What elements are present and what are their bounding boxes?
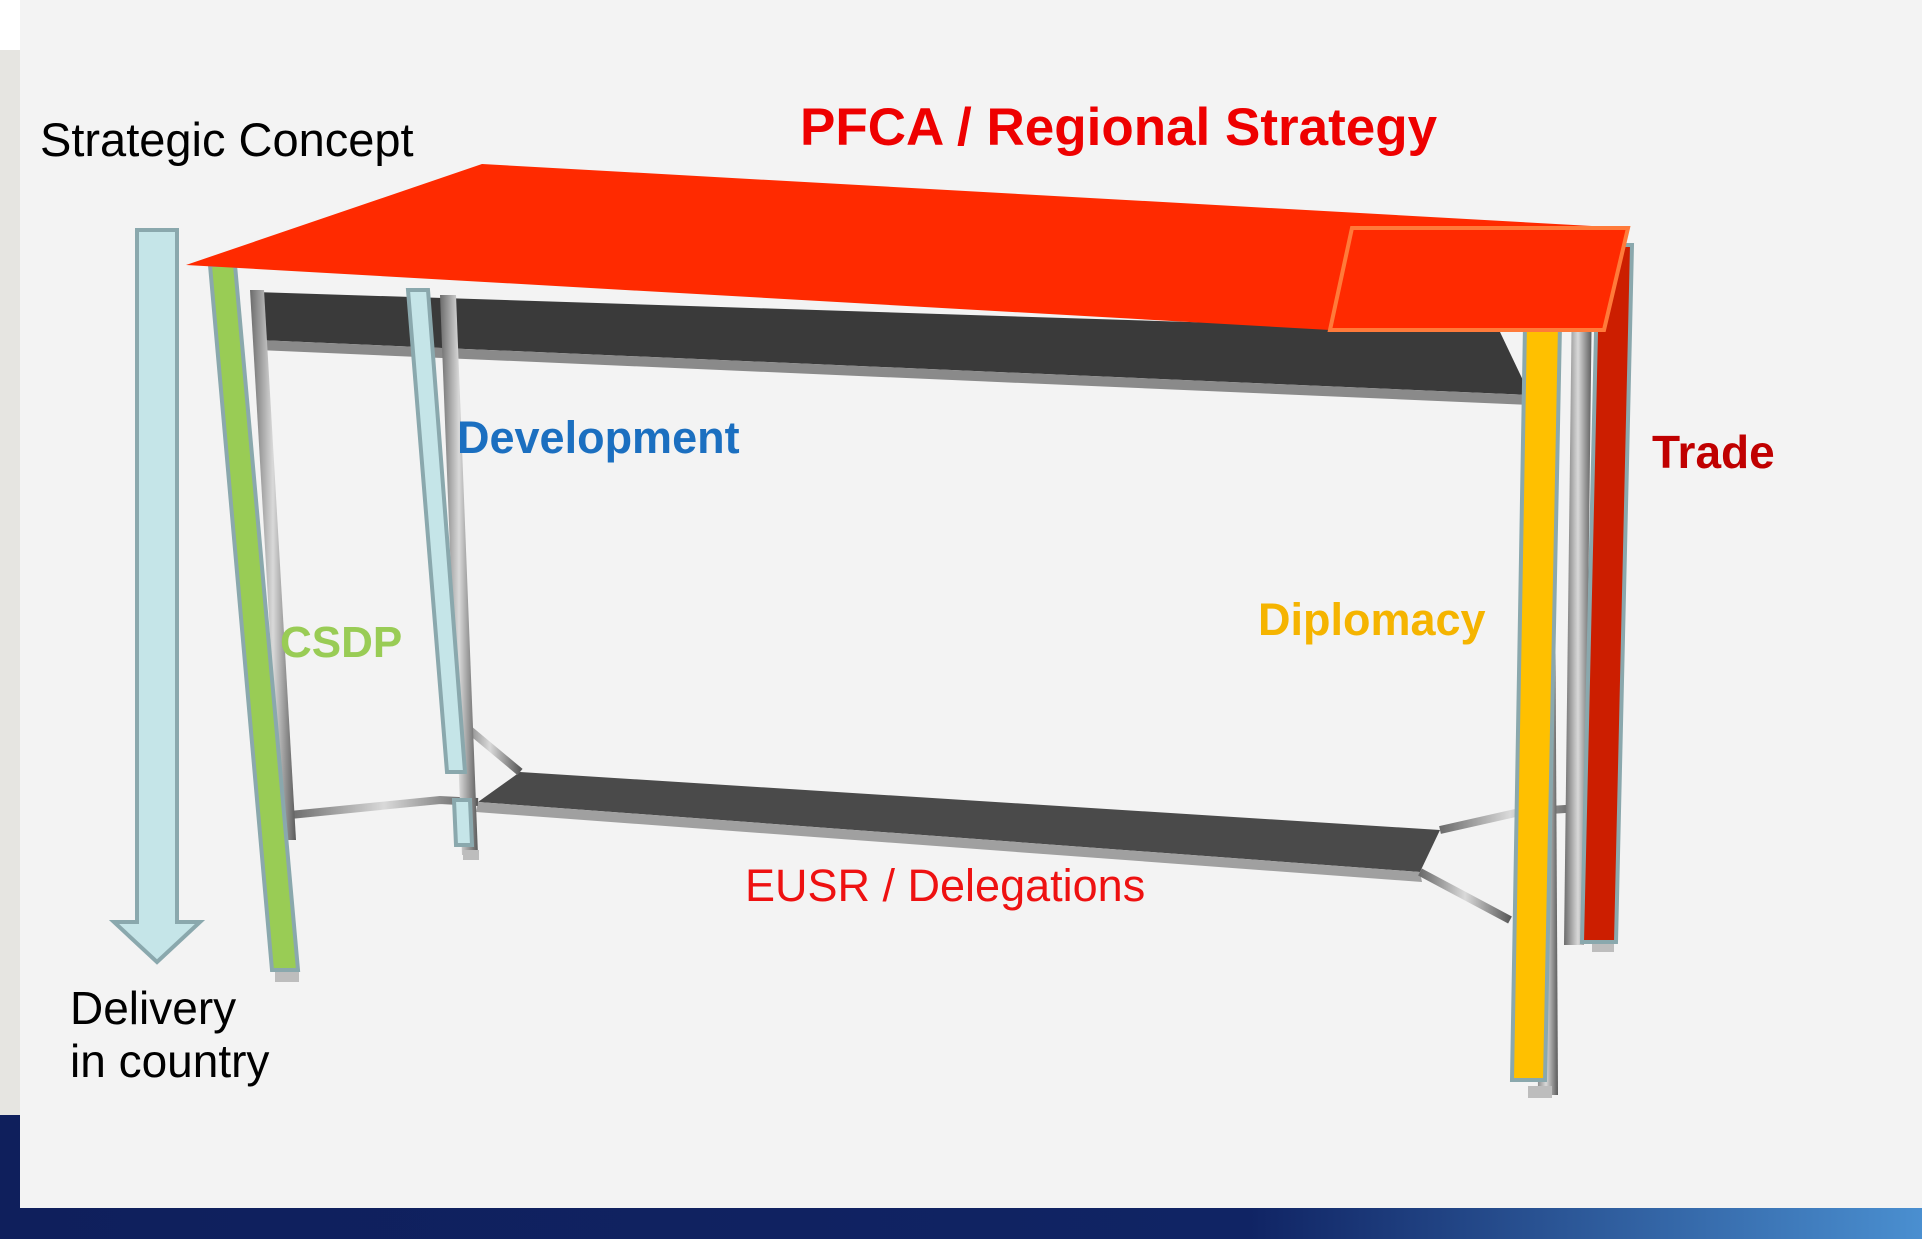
content-background — [20, 0, 1922, 1208]
footer-band-left — [0, 1115, 20, 1208]
delivery-line-1: Delivery — [70, 982, 237, 1034]
strategic-arrow — [108, 228, 206, 965]
left-strip — [0, 50, 20, 1115]
tabletop — [186, 164, 1628, 330]
tabletop-corner — [1327, 226, 1631, 332]
trade-label: Trade — [1652, 426, 1775, 478]
strategic-concept-label: Strategic Concept — [40, 113, 414, 166]
development-leg-foot — [451, 798, 475, 847]
footer-band — [0, 1208, 1922, 1239]
development-label: Development — [457, 412, 740, 463]
development-leg — [405, 288, 468, 774]
eusr-delegations-label: EUSR / Delegations — [745, 860, 1146, 911]
csdp-label: CSDP — [280, 618, 403, 667]
delivery-label: Delivery in country — [70, 982, 269, 1088]
delivery-line-2: in country — [70, 1034, 270, 1087]
pfca-title: PFCA / Regional Strategy — [800, 98, 1438, 157]
diplomacy-label: Diplomacy — [1258, 594, 1486, 645]
